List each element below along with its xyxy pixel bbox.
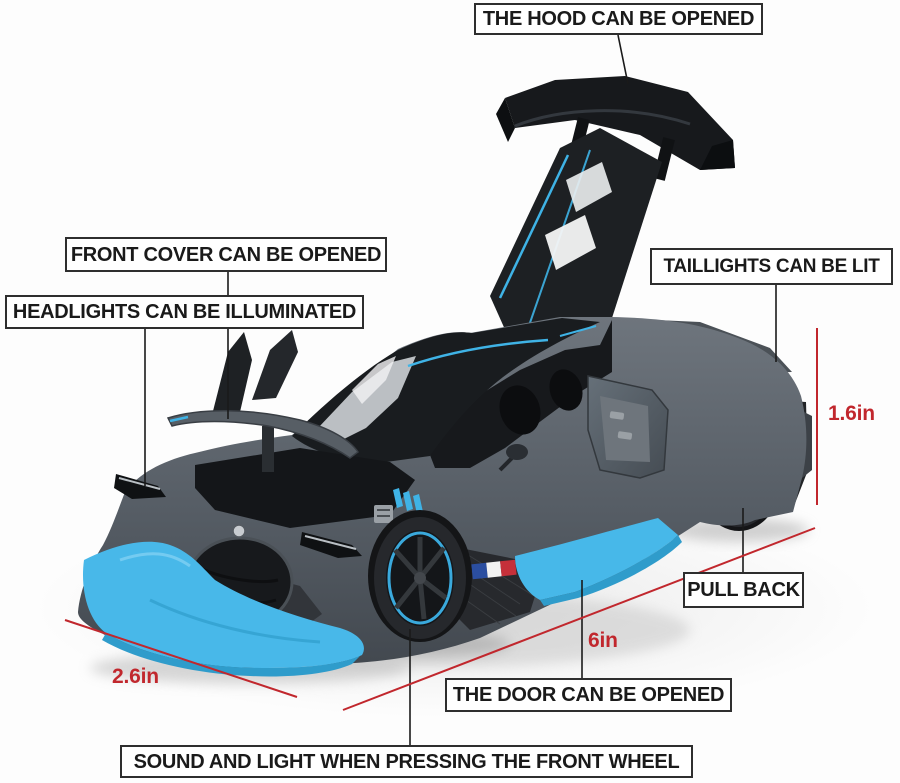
- taillights-callout-label: TAILLIGHTS CAN BE LIT: [650, 248, 893, 285]
- hood-leader-line: [617, 34, 629, 85]
- callout-leader-lines: [144, 34, 777, 745]
- height-dimension-value: 1.6in: [828, 402, 875, 425]
- length-dimension-line: [342, 527, 816, 711]
- car-front-splitter: [82, 541, 364, 677]
- car-flag-decal: [471, 559, 517, 580]
- length-dimension-value: 6in: [588, 629, 618, 652]
- car-front-cover-open: [166, 330, 415, 528]
- car-door-open: [498, 375, 669, 479]
- dimension-lines: [64, 328, 818, 711]
- car-rear-wing: [490, 76, 735, 352]
- car-side-mirror: [506, 444, 528, 460]
- front-cover-callout-label: FRONT COVER CAN BE OPENED: [65, 237, 387, 272]
- sound-callout-label: SOUND AND LIGHT WHEN PRESSING THE FRONT …: [120, 745, 693, 778]
- car-windshield-roof: [292, 318, 600, 462]
- pull-back-callout-label: PULL BACK: [683, 572, 804, 608]
- car-badge: [232, 524, 246, 538]
- width-dimension-value: 2.6in: [112, 665, 159, 688]
- hood-callout-label: THE HOOD CAN BE OPENED: [474, 3, 763, 35]
- headlights-callout-label: HEADLIGHTS CAN BE ILLUMINATED: [5, 295, 364, 329]
- width-dimension-line: [64, 619, 298, 698]
- car-front-wheel: [368, 510, 472, 642]
- door-callout-label: THE DOOR CAN BE OPENED: [445, 678, 732, 712]
- car-fender-vents: [393, 488, 423, 514]
